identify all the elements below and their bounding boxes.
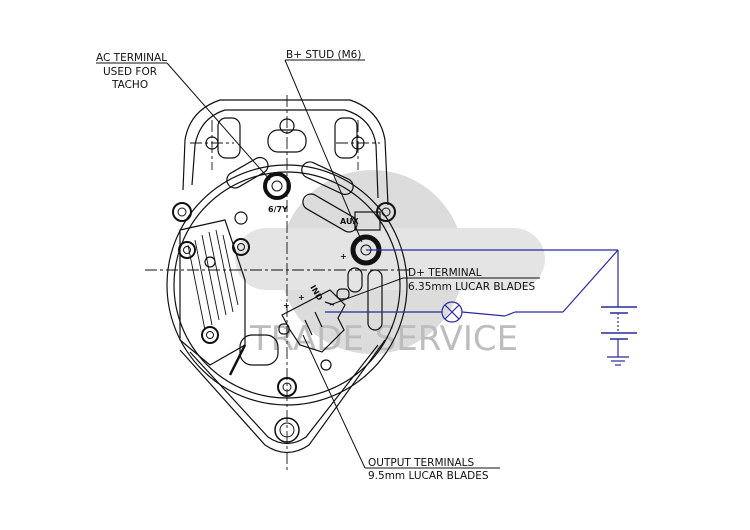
- label-output-terminals: OUTPUT TERMINALS: [368, 457, 475, 469]
- switch: [504, 311, 516, 317]
- watermark-text: TRADE SERVICE: [249, 319, 518, 359]
- label-67y: 6/7Y: [268, 205, 288, 214]
- label-d-plus-terminal: D+ TERMINAL: [408, 267, 482, 279]
- label-output-blades: 9.5mm LUCAR BLADES: [368, 470, 489, 482]
- label-b-plus-stud: B+ STUD (M6): [286, 49, 361, 61]
- label-plus-bstud: +: [340, 252, 347, 261]
- battery-icon: [601, 306, 637, 357]
- label-aux: AUX: [340, 217, 359, 226]
- label-ac-used-for: USED FOR: [103, 66, 157, 78]
- ac-terminal-stud: [263, 172, 291, 200]
- lamp-icon: [441, 301, 463, 323]
- bolts: [172, 172, 396, 443]
- label-plus-center: +: [283, 301, 290, 310]
- centre-lines: [145, 95, 410, 470]
- label-ac-terminal: AC TERMINAL: [96, 52, 167, 64]
- wiring: [325, 249, 637, 366]
- label-ac-tacho: TACHO: [111, 79, 148, 91]
- alternator-outline: [166, 99, 408, 454]
- ground-icon: [607, 356, 629, 366]
- leader-lines: [96, 59, 540, 469]
- label-plus-output: +: [298, 293, 305, 302]
- watermark: TRADE SERVICE: [235, 170, 545, 359]
- label-d-plus-blades: 6.35mm LUCAR BLADES: [408, 281, 536, 293]
